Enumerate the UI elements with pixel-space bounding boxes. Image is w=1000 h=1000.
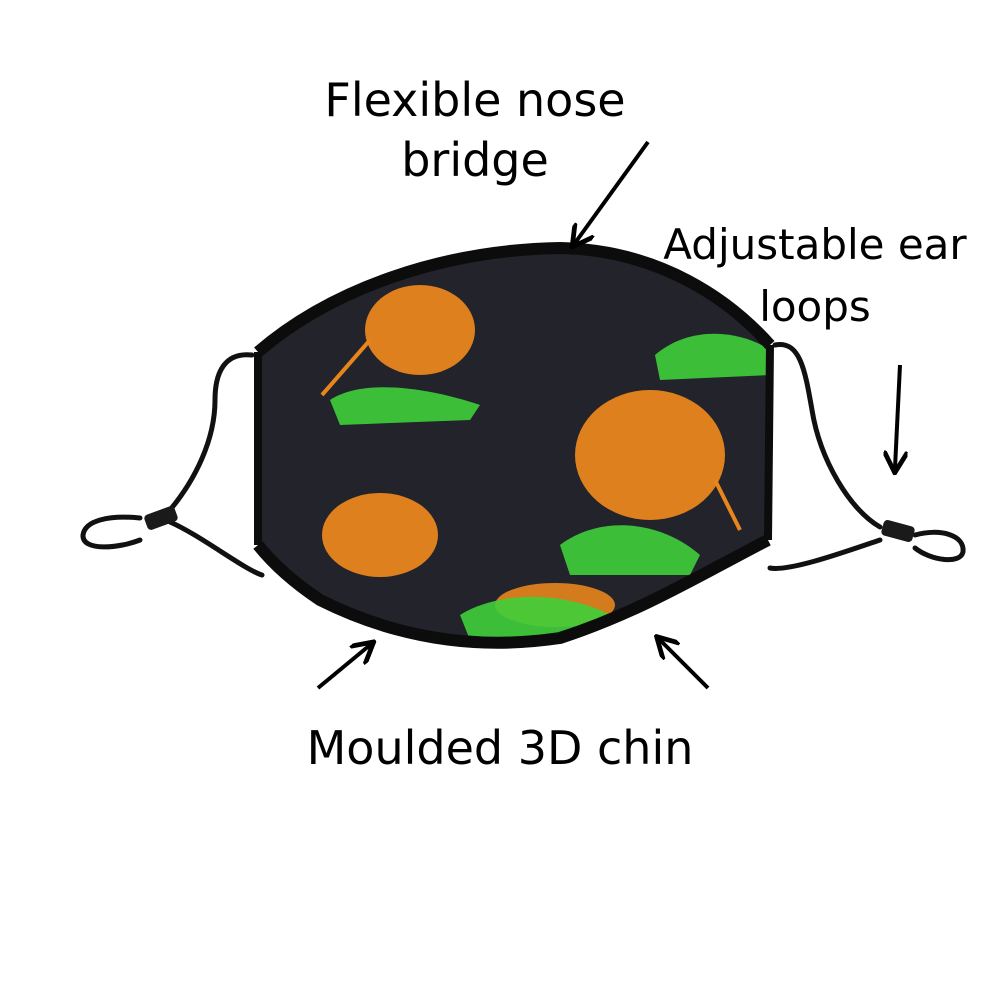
kiwi-print [560, 390, 742, 575]
right-loop-adjuster [881, 520, 915, 542]
chin-arrow-left [316, 645, 370, 690]
left-ear-loop [80, 352, 265, 578]
chin-label: Moulded 3D chin [306, 721, 694, 775]
chin-arrow-right [660, 640, 710, 690]
nose-bridge-label: Flexible nose bridge [324, 73, 626, 187]
right-ear-loop [767, 342, 966, 571]
kiwi-print [320, 285, 480, 425]
nose-arrow [575, 140, 650, 243]
mask-body [253, 241, 775, 649]
ear-arrow [895, 364, 900, 468]
ear-loops-label: Adjustable ear loops [663, 220, 967, 331]
left-loop-adjuster [144, 506, 178, 530]
kiwi-print [322, 493, 620, 640]
